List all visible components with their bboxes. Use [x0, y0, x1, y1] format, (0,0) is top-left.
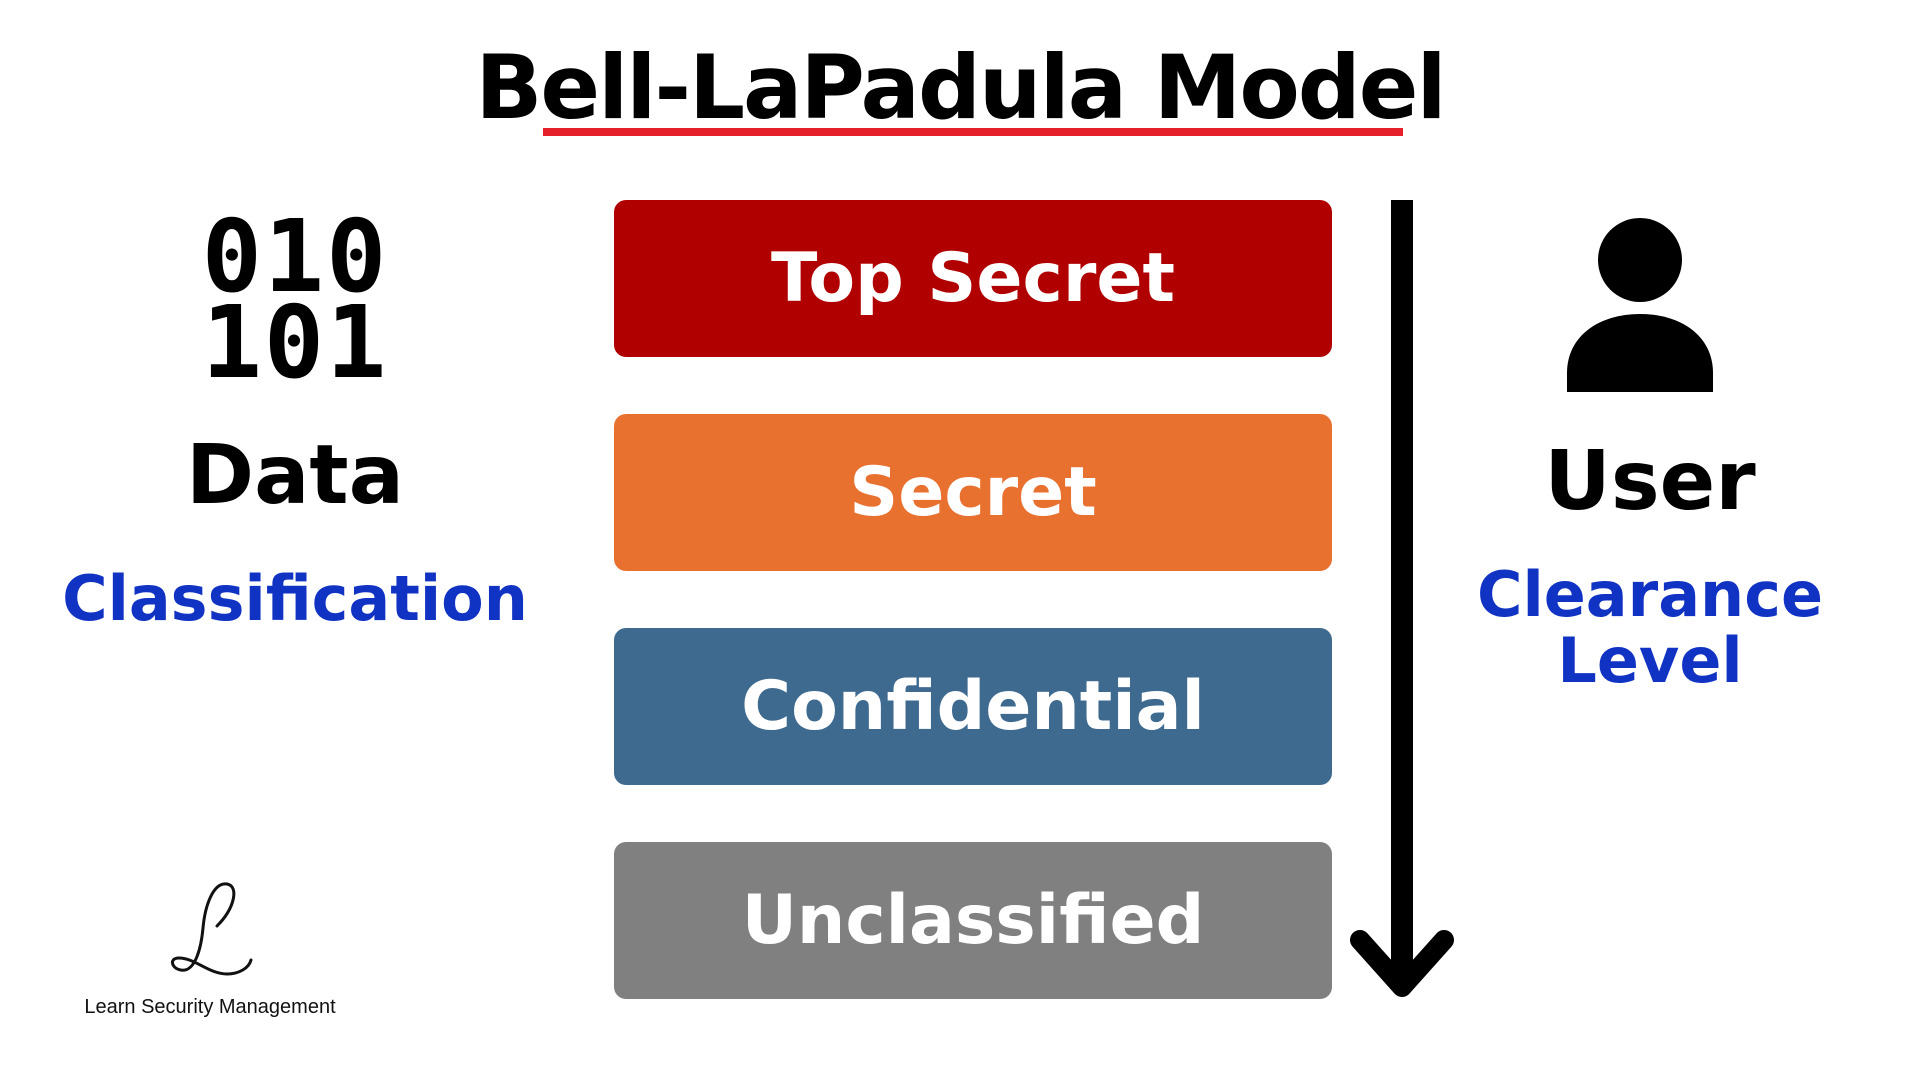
clearance-label: Clearance	[1477, 558, 1823, 631]
user-label: User	[1544, 434, 1756, 529]
page-title: Bell-LaPadula Model	[475, 36, 1446, 139]
level-top-secret: Top Secret	[614, 200, 1332, 357]
level-unclassified: Unclassified	[614, 842, 1332, 999]
data-column: 010 101 Data Classification	[30, 200, 560, 632]
level-label: Secret	[849, 453, 1097, 532]
classification-label: Classification	[62, 562, 528, 635]
level-sublabel: Level	[1557, 624, 1743, 697]
script-l-logo-icon	[170, 882, 253, 976]
binary-data-icon: 010 101	[30, 198, 560, 401]
user-icon	[1567, 218, 1713, 392]
level-secret: Secret	[614, 414, 1332, 571]
data-label: Data	[186, 428, 404, 523]
user-column: User Clearance Level	[1440, 200, 1860, 694]
level-label: Unclassified	[741, 881, 1205, 960]
binary-line: 010	[201, 198, 389, 315]
brand-name: Learn Security Management	[84, 996, 336, 1018]
level-label: Confidential	[741, 667, 1205, 746]
title-underline	[543, 128, 1403, 136]
arrow-down-icon	[1350, 200, 1454, 997]
level-label: Top Secret	[771, 239, 1175, 318]
level-confidential: Confidential	[614, 628, 1332, 785]
binary-line: 101	[201, 284, 389, 401]
